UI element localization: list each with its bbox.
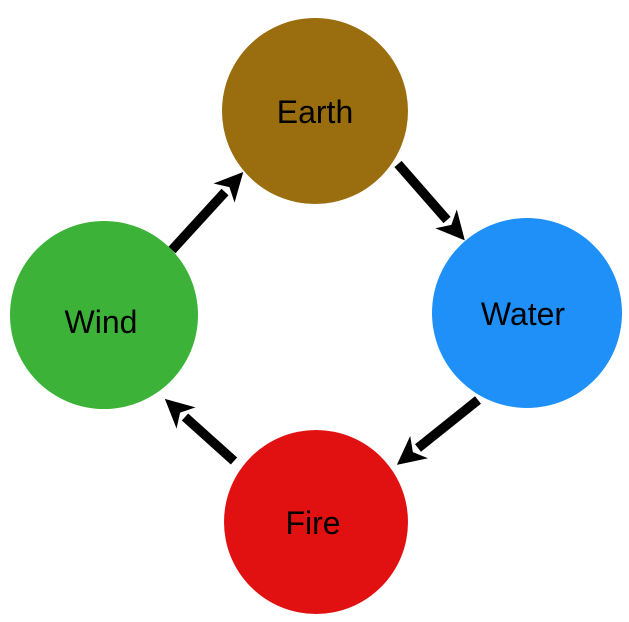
fire-label: Fire [285, 505, 340, 541]
node-fire: Fire [224, 430, 408, 614]
edge-earth-to-water [394, 160, 465, 241]
node-earth: Earth [222, 18, 408, 204]
fire-circle [224, 430, 408, 614]
edge-water-to-fire [396, 396, 481, 465]
earth-label: Earth [277, 94, 353, 130]
node-water: Water [432, 218, 622, 408]
wind-label: Wind [65, 304, 138, 340]
wind-circle [10, 221, 198, 409]
water-circle [432, 218, 622, 408]
earth-circle [222, 18, 408, 204]
water-label: Water [481, 296, 566, 332]
node-wind: Wind [10, 221, 198, 409]
edge-fire-to-wind [164, 398, 238, 465]
edge-wind-to-earth [168, 172, 244, 254]
